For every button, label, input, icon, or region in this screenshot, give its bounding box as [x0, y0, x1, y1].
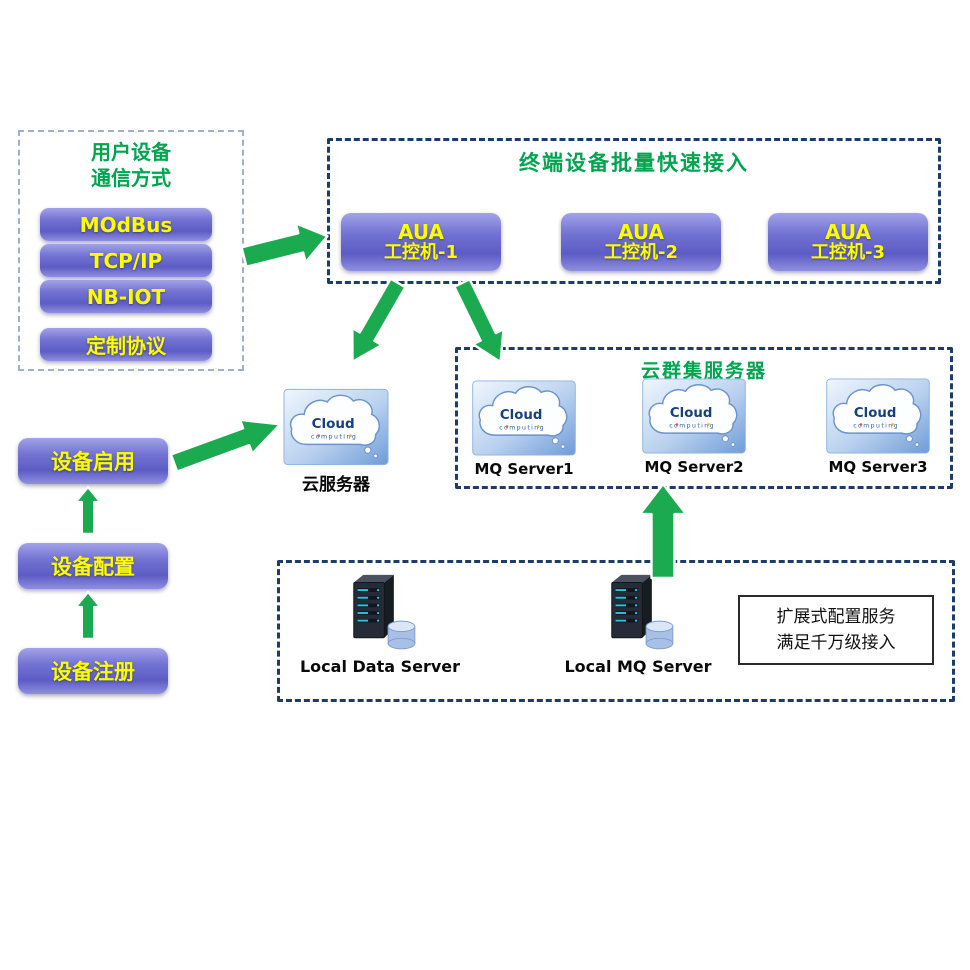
mq-server-1-figure: MQ Server1 [471, 380, 577, 478]
arrow-register-to-config [74, 591, 102, 640]
aua-node-1: AUA 工控机-1 [341, 213, 501, 271]
protocol-nbiot: NB-IOT [40, 280, 212, 313]
left-panel-title-line2: 通信方式 [91, 166, 171, 190]
cloud-server-figure: 云服务器 [283, 388, 389, 495]
aua-node-3-line1: AUA [825, 219, 871, 244]
cloud-server-icon [283, 388, 389, 466]
arrow-config-to-enable [74, 486, 102, 535]
mq-server-2-label: MQ Server2 [644, 458, 744, 476]
aua-node-1-line1: AUA [398, 219, 444, 244]
local-servers-box: Local Data Server Local MQ Server 扩展式配置服… [277, 560, 955, 702]
left-panel-title-line1: 用户设备 [91, 140, 171, 164]
local-mq-server-figure: Local MQ Server [558, 571, 718, 676]
cloud-server-label: 云服务器 [302, 475, 370, 495]
aua-node-2: AUA 工控机-2 [561, 213, 721, 271]
mq-server-2-figure: MQ Server2 [641, 378, 747, 476]
arrow-protocols-to-terminal [237, 215, 334, 278]
scalability-note-line2: 满足千万级接入 [776, 633, 896, 653]
arrow-enable-to-cloud-server [166, 406, 288, 482]
aua-node-2-line2: 工控机-2 [604, 242, 678, 264]
protocol-custom: 定制协议 [40, 328, 212, 361]
local-data-server-label: Local Data Server [299, 657, 461, 676]
aua-node-2-line1: AUA [618, 219, 664, 244]
aua-node-3-line2: 工控机-3 [811, 242, 885, 264]
cloud-cluster-box: 云群集服务器 MQ Server1 MQ Server2 MQ Server3 [455, 347, 953, 489]
aua-node-3: AUA 工控机-3 [768, 213, 928, 271]
mq-server-3-figure: MQ Server3 [825, 378, 931, 476]
protocol-modbus: MOdBus [40, 208, 212, 241]
arrow-aua1-to-cloud-server [336, 273, 414, 372]
scalability-note: 扩展式配置服务 满足千万级接入 [738, 595, 934, 665]
local-data-server-figure: Local Data Server [300, 571, 460, 676]
protocol-tcpip: TCP/IP [40, 244, 212, 277]
device-register-node: 设备注册 [18, 648, 168, 694]
mq-server-1-cloud-icon [471, 380, 577, 456]
terminal-access-title: 终端设备批量快速接入 [519, 151, 749, 175]
local-mq-server-label: Local MQ Server [564, 657, 712, 676]
scalability-note-line1: 扩展式配置服务 [776, 606, 896, 627]
terminal-access-box: 终端设备批量快速接入 AUA 工控机-1 AUA 工控机-2 AUA 工控机-3 [327, 138, 941, 284]
device-config-node: 设备配置 [18, 543, 168, 589]
mq-server-1-label: MQ Server1 [474, 460, 574, 478]
mq-server-3-label: MQ Server3 [828, 458, 928, 476]
left-panel-title: 用户设备 通信方式 [20, 139, 242, 191]
local-data-server-icon [333, 571, 427, 655]
aua-node-1-line2: 工控机-1 [384, 242, 458, 264]
cloud-cluster-title: 云群集服务器 [640, 360, 767, 382]
local-mq-server-icon [591, 571, 685, 655]
mq-server-2-cloud-icon [641, 378, 747, 454]
mq-server-3-cloud-icon [825, 378, 931, 454]
device-enable-node: 设备启用 [18, 438, 168, 484]
user-device-protocol-panel: 用户设备 通信方式 MOdBus TCP/IP NB-IOT 定制协议 [18, 130, 244, 371]
